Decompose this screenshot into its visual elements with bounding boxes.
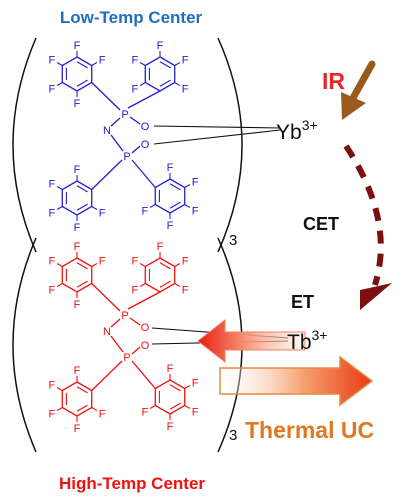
fluorine-atom: F [74, 222, 81, 234]
fluorine-atom: F [167, 421, 174, 433]
fluorine-atom: F [142, 206, 149, 218]
fluorine-atom: F [49, 55, 56, 67]
fluorine-atom: F [74, 241, 81, 253]
coordination-bonds [151, 125, 289, 345]
oxygen-atom: O [141, 139, 150, 151]
fluorine-atom: F [182, 55, 189, 67]
nitrogen-atom: N [103, 326, 111, 338]
fluorine-atom: F [99, 208, 106, 220]
phosphorus-atom: P [121, 310, 128, 322]
fluorine-atom: F [49, 84, 56, 96]
top-right-bracket [217, 37, 243, 253]
cet-arrow [343, 144, 392, 310]
fluorine-atom: F [142, 407, 149, 419]
bottom-left-bracket [12, 237, 37, 453]
et-label: ET [291, 292, 314, 312]
fluorine-atom: F [132, 256, 139, 268]
cet-label: CET [303, 214, 339, 234]
fluorine-atom: F [167, 220, 174, 232]
fluorine-atom: F [167, 162, 174, 174]
fluorine-atom: F [49, 256, 56, 268]
pentafluorophenyl-ring: F F F F F [49, 241, 106, 311]
fluorine-atom: F [74, 365, 81, 377]
fluorine-atom: F [192, 206, 199, 218]
pentafluorophenyl-ring: F F F F F [132, 40, 189, 96]
fluorine-atom: F [49, 409, 56, 421]
ir-label: IR [322, 68, 345, 94]
fluorine-atom: F [132, 55, 139, 67]
nitrogen-atom: N [103, 125, 111, 137]
fluorine-atom: F [157, 40, 164, 52]
phosphorus-atom: P [123, 352, 130, 364]
phosphorus-atom: P [123, 151, 130, 163]
oxygen-atom: O [141, 322, 150, 334]
fluorine-atom: F [99, 256, 106, 268]
subscript-top: 3 [229, 232, 237, 249]
et-arrow [197, 318, 306, 364]
complex-brackets [12, 37, 243, 453]
fluorine-atom: F [74, 40, 81, 52]
pentafluorophenyl-ring: F F F F F [142, 162, 199, 232]
fluorine-atom: F [132, 84, 139, 96]
phosphorus-atom: P [121, 109, 128, 121]
thermal-uc-label: Thermal UC [245, 417, 374, 443]
pentafluorophenyl-ring: F F F F F [142, 363, 199, 433]
low-temp-center-label: Low-Temp Center [60, 8, 203, 27]
high-temp-center-label: High-Temp Center [59, 474, 205, 493]
fluorine-atom: F [49, 380, 56, 392]
yb-bond-lower [153, 129, 281, 145]
fluorine-atom: F [182, 285, 189, 297]
oxygen-atom: O [141, 121, 150, 133]
fluorine-atom: F [167, 363, 174, 375]
ir-arrow [341, 60, 376, 120]
fluorine-atom: F [182, 84, 189, 96]
fluorine-atom: F [99, 55, 106, 67]
top-left-bracket [12, 37, 37, 253]
fluorine-atom: F [74, 164, 81, 176]
fluorine-atom: F [49, 179, 56, 191]
pentafluorophenyl-ring: F F F F F [49, 164, 106, 234]
oxygen-atom: O [141, 340, 150, 352]
pentafluorophenyl-ring: F F F F F [49, 40, 106, 110]
fluorine-atom: F [99, 409, 106, 421]
fluorine-atom: F [74, 98, 81, 110]
tb-ion-label: Tb3+ [287, 327, 327, 354]
subscript-bottom: 3 [229, 427, 237, 444]
fluorine-atom: F [192, 407, 199, 419]
fluorine-atom: F [74, 299, 81, 311]
pentafluorophenyl-ring: F F F F F [49, 365, 106, 435]
yb-bond-upper [153, 125, 281, 129]
fluorine-atom: F [182, 256, 189, 268]
fluorine-atom: F [49, 285, 56, 297]
fluorine-atom: F [132, 285, 139, 297]
yb-ion-label: Yb3+ [276, 117, 318, 144]
fluorine-atom: F [74, 423, 81, 435]
fluorine-atom: F [192, 177, 199, 189]
fluorine-atom: F [157, 241, 164, 253]
thermal-uc-arrow [219, 355, 374, 407]
pentafluorophenyl-ring: F F F F F [132, 241, 189, 297]
fluorine-atom: F [49, 208, 56, 220]
fluorine-atom: F [192, 378, 199, 390]
